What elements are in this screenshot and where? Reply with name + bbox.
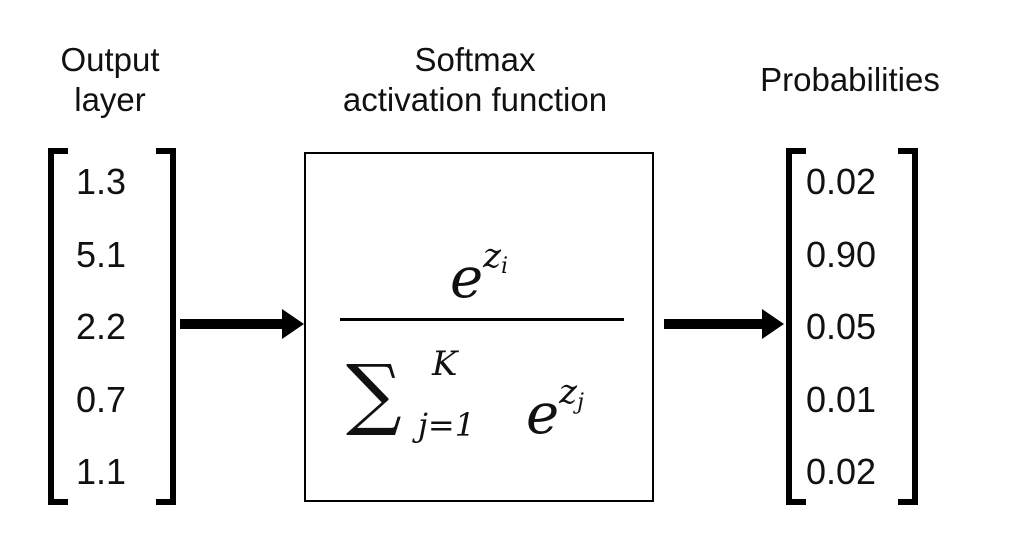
sum-upper-limit: K bbox=[432, 344, 458, 384]
heading-line: layer bbox=[74, 81, 146, 118]
softmax-box: ezi ∑ K j=1 ezj bbox=[304, 152, 654, 502]
numerator-base: e bbox=[449, 246, 484, 311]
heading-line: Softmax bbox=[414, 41, 536, 78]
input-left-bracket bbox=[48, 148, 68, 505]
denominator-base: e bbox=[526, 382, 560, 447]
output-layer-heading: Output layer bbox=[30, 40, 190, 120]
softmax-heading: Softmax activation function bbox=[305, 40, 645, 120]
input-vector: 1.3 5.1 2.2 0.7 1.1 bbox=[76, 162, 156, 492]
input-to-softmax-arrow bbox=[180, 309, 304, 339]
input-value: 1.3 bbox=[76, 161, 127, 202]
output-vector: 0.02 0.90 0.05 0.01 0.02 bbox=[806, 162, 906, 492]
probabilities-heading: Probabilities bbox=[735, 60, 965, 100]
numerator-exp-var: z bbox=[483, 236, 501, 276]
denominator-exp-sub: j bbox=[577, 390, 584, 415]
input-value: 0.7 bbox=[76, 378, 127, 420]
input-value: 5.1 bbox=[76, 233, 127, 275]
output-value: 0.01 bbox=[806, 378, 877, 420]
softmax-to-output-arrow bbox=[664, 309, 784, 339]
input-right-bracket bbox=[156, 148, 176, 505]
output-right-bracket bbox=[898, 148, 918, 505]
output-value: 0.90 bbox=[806, 233, 877, 275]
heading-line: Probabilities bbox=[760, 61, 940, 98]
sum-lower-limit: j=1 bbox=[418, 406, 476, 444]
output-value: 0.02 bbox=[806, 161, 877, 202]
output-value: 0.02 bbox=[806, 451, 877, 492]
formula-denominator: ∑ K j=1 ezj bbox=[346, 344, 636, 454]
denominator-exp-var: z bbox=[559, 372, 578, 412]
sum-symbol: ∑ bbox=[346, 349, 402, 439]
input-value: 2.2 bbox=[76, 306, 127, 347]
heading-line: Output bbox=[60, 41, 160, 78]
output-left-bracket bbox=[786, 148, 806, 505]
output-value: 0.05 bbox=[806, 306, 877, 347]
formula-numerator: ezi bbox=[306, 236, 652, 311]
denominator-exp: ezj bbox=[526, 372, 584, 447]
heading-line: activation function bbox=[342, 81, 608, 118]
fraction-bar bbox=[340, 318, 624, 321]
input-value: 1.1 bbox=[76, 451, 127, 492]
numerator-exp-sub: i bbox=[501, 254, 509, 279]
